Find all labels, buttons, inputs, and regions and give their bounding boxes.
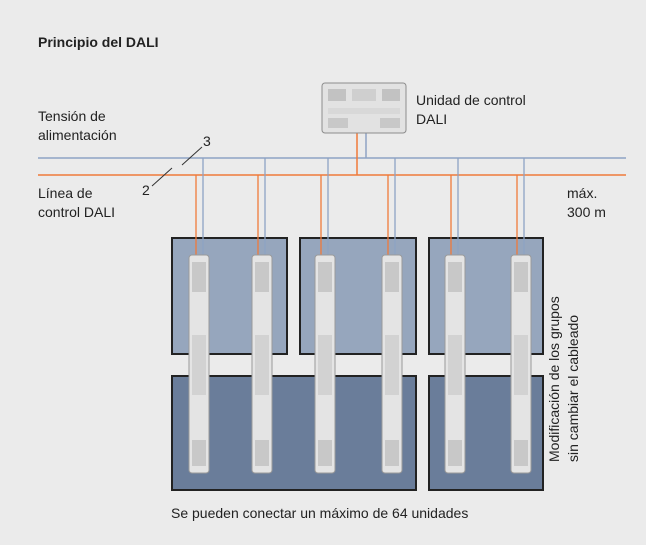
ballast-unit-3 — [314, 254, 336, 474]
control-unit-label: Unidad de control DALI — [416, 92, 526, 127]
dali-control-unit — [321, 82, 407, 134]
wire-count-2: 2 — [142, 182, 150, 198]
ballast-unit-5 — [444, 254, 466, 474]
group-panel-lower-1 — [171, 375, 417, 491]
control-line-label: Línea de control DALI — [38, 185, 116, 220]
ballast-unit-6 — [510, 254, 532, 474]
footer-note: Se pueden conectar un máximo de 64 unida… — [171, 505, 469, 521]
ballast-unit-4 — [381, 254, 403, 474]
ballast-drops — [195, 158, 525, 255]
supply-voltage-label: Tensión de alimentación — [38, 108, 117, 143]
diagram-title: Principio del DALI — [38, 34, 159, 50]
groups-note: Modificación de los grupos sin cambiar e… — [546, 296, 581, 462]
distance-label: máx. 300 m — [567, 185, 606, 220]
wire-count-3: 3 — [203, 133, 211, 149]
ballast-unit-1 — [188, 254, 210, 474]
ballast-unit-2 — [251, 254, 273, 474]
wire-mark-2 — [151, 167, 173, 187]
ballast-units — [188, 254, 532, 474]
wire-mark-3 — [181, 146, 203, 166]
